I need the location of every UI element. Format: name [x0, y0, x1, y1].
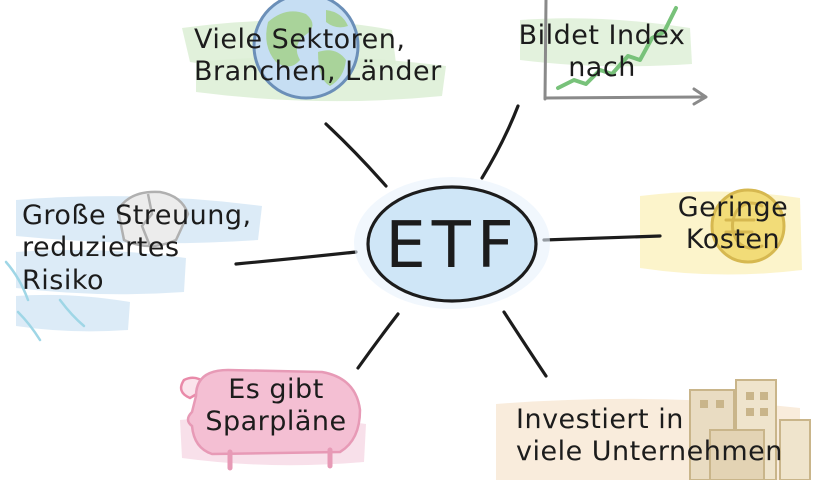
connector-diversification: [234, 250, 358, 266]
city-buildings-icon: [689, 379, 811, 481]
node-savings-line1: Es gibt: [228, 374, 324, 405]
rising-chart-icon: [543, 0, 708, 106]
node-diversification-line3: Risiko: [22, 264, 105, 296]
node-companies-line1: Investiert in: [516, 404, 684, 435]
node-costs-line1: Geringe: [677, 192, 789, 223]
node-index-line2: nach: [568, 52, 636, 84]
center-ellipse: [366, 185, 538, 303]
node-sectors-line1: Viele Sektoren,: [194, 24, 406, 55]
center-node: [354, 177, 550, 309]
connector-costs: [542, 234, 662, 242]
piggy-bank-icon: [179, 368, 362, 471]
node-companies: Investiert in viele Unternehmen: [516, 404, 783, 469]
node-sectors: Viele Sektoren, Branchen, Länder: [194, 24, 442, 89]
node-savings: Es gibt Sparpläne: [186, 374, 366, 439]
connector-companies: [502, 310, 548, 378]
diversification-highlight-2: [16, 250, 186, 295]
connector-savings: [356, 312, 400, 370]
node-diversification-line1: Große Streuung,: [22, 200, 252, 231]
index-highlight: [520, 18, 692, 67]
node-index-line1: Bildet Index: [518, 20, 686, 51]
node-companies-line2: viele Unternehmen: [516, 436, 783, 468]
node-diversification: Große Streuung, reduziertes Risiko: [22, 200, 252, 297]
diversification-highlight-3: [16, 294, 130, 332]
connector-index: [480, 104, 520, 180]
euro-coin-icon: [710, 188, 786, 264]
node-index: Bildet Index nach: [512, 20, 692, 85]
node-costs: Geringe Kosten: [668, 192, 798, 257]
globe-icon: [252, 0, 360, 100]
node-costs-line2: Kosten: [685, 224, 781, 256]
node-diversification-line2: reduziertes: [22, 232, 180, 264]
connectors: [234, 104, 662, 378]
node-sectors-line2: Branchen, Länder: [194, 56, 442, 88]
connector-sectors: [324, 122, 388, 188]
broken-cup-icon: [4, 190, 190, 342]
node-savings-line2: Sparpläne: [205, 406, 347, 438]
center-label: ETF: [385, 209, 520, 283]
